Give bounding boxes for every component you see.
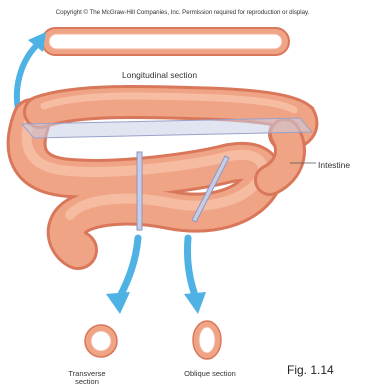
longitudinal-section <box>42 28 289 55</box>
oblique-section <box>193 321 221 359</box>
arrow-to-transverse <box>106 238 138 314</box>
longitudinal-label: Longitudinal section <box>122 70 197 80</box>
transverse-label: Transverse section <box>57 370 117 386</box>
transverse-plane <box>137 152 142 230</box>
oblique-label: Oblique section <box>180 370 240 378</box>
figure-label: Fig. 1.14 <box>287 363 334 377</box>
transverse-section <box>85 325 117 357</box>
arrow-to-oblique <box>184 238 206 314</box>
intestine-label: Intestine <box>318 160 350 170</box>
